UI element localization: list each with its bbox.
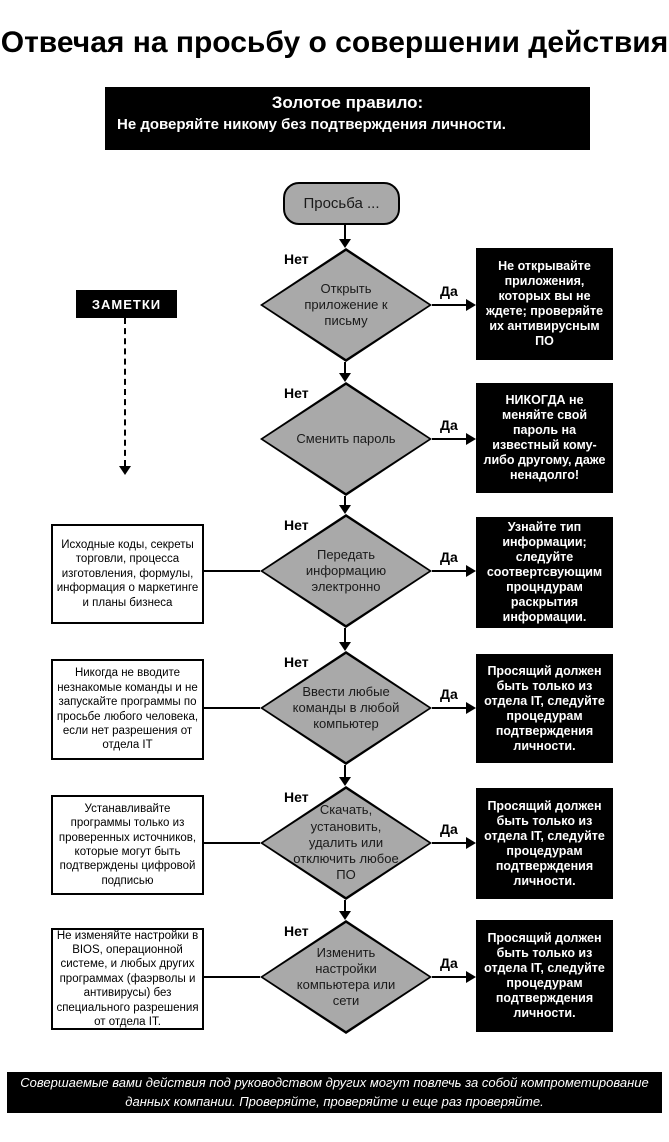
note-box-confidential-info: Исходные коды, секреты торговли, процесс… <box>51 524 204 624</box>
no-branch-label: Нет <box>284 789 309 805</box>
yes-arrowhead-icon <box>466 299 476 311</box>
yes-line <box>432 304 468 306</box>
no-branch-label: Нет <box>284 923 309 939</box>
note-text: Устанавливайте программы только из прове… <box>58 802 197 887</box>
yes-line <box>432 707 468 709</box>
yes-line <box>432 842 468 844</box>
advice-box-install-software: Просящий должен быть только из отдела IT… <box>476 788 613 899</box>
advice-text: Не открывайте приложения, которых вы не … <box>485 259 604 348</box>
flow-line <box>344 362 346 374</box>
note-connector-line <box>204 976 260 978</box>
flow-line <box>344 496 346 506</box>
flow-line <box>344 628 346 643</box>
yes-branch-label: Да <box>440 283 458 299</box>
flow-line <box>344 765 346 778</box>
flow-arrowhead-icon <box>339 239 351 248</box>
flow-arrowhead-icon <box>339 777 351 786</box>
yes-arrowhead-icon <box>466 837 476 849</box>
yes-branch-label: Да <box>440 549 458 565</box>
yes-branch-label: Да <box>440 821 458 837</box>
note-box-trusted-sources: Устанавливайте программы только из прове… <box>51 795 204 895</box>
flow-arrowhead-icon <box>339 373 351 382</box>
page-title: Отвечая на просьбу о совершении действия <box>0 26 669 59</box>
golden-rule-heading: Золотое правило: <box>271 93 424 112</box>
flow-arrowhead-icon <box>339 911 351 920</box>
note-text: Никогда не вводите незнакомые команды и … <box>56 667 199 752</box>
note-box-bios-settings: Не изменяйте настройки в BIOS, операцион… <box>51 928 204 1030</box>
advice-box-change-password: НИКОГДА не меняйте свой пароль на извест… <box>476 383 613 493</box>
decision-label: Сменить пароль <box>296 430 396 446</box>
yes-branch-label: Да <box>440 955 458 971</box>
advice-box-open-attachment: Не открывайте приложения, которых вы не … <box>476 248 613 360</box>
yes-arrowhead-icon <box>466 565 476 577</box>
note-connector-line <box>204 707 260 709</box>
decision-label: Передать информацию электронно <box>305 546 387 595</box>
advice-box-send-information: Узнайте тип информации; следуйте соотвер… <box>476 517 613 628</box>
yes-line <box>432 438 468 440</box>
flow-arrowhead-icon <box>339 642 351 651</box>
decision-label: Ввести любые команды в любой компьютер <box>292 683 400 732</box>
no-branch-label: Нет <box>284 251 309 267</box>
note-box-unknown-commands: Никогда не вводите незнакомые команды и … <box>51 659 204 760</box>
note-text: Исходные коды, секреты торговли, процесс… <box>56 539 199 609</box>
start-node-label: Просьба ... <box>303 195 380 212</box>
notes-dashed-line <box>124 318 126 466</box>
notes-arrowhead-icon <box>119 466 131 475</box>
footer-text: Совершаемые вами действия под руководств… <box>20 1075 649 1109</box>
yes-arrowhead-icon <box>466 702 476 714</box>
note-text: Не изменяйте настройки в BIOS, операцион… <box>56 929 199 1028</box>
decision-label: Открыть приложение к письму <box>304 280 388 329</box>
yes-line <box>432 570 468 572</box>
no-branch-label: Нет <box>284 385 309 401</box>
notes-header: ЗАМЕТКИ <box>76 290 177 318</box>
note-connector-line <box>204 842 260 844</box>
yes-line <box>432 976 468 978</box>
yes-branch-label: Да <box>440 417 458 433</box>
start-node: Просьба ... <box>283 182 400 225</box>
advice-text: Просящий должен быть только из отдела IT… <box>484 663 605 753</box>
golden-rule-text: Не доверяйте никому без подтверждения ли… <box>117 116 506 133</box>
no-branch-label: Нет <box>284 654 309 670</box>
flow-line <box>344 900 346 912</box>
footer-banner: Совершаемые вами действия под руководств… <box>7 1072 662 1113</box>
flow-arrowhead-icon <box>339 505 351 514</box>
decision-label: Скачать, установить, удалить или отключи… <box>293 802 399 883</box>
note-connector-line <box>204 570 260 572</box>
yes-arrowhead-icon <box>466 433 476 445</box>
advice-text: Узнайте тип информации; следуйте соотвер… <box>486 520 603 624</box>
advice-text: Просящий должен быть только из отдела IT… <box>484 798 605 888</box>
advice-box-enter-commands: Просящий должен быть только из отдела IT… <box>476 654 613 763</box>
advice-box-change-settings: Просящий должен быть только из отдела IT… <box>476 920 613 1032</box>
notes-header-label: ЗАМЕТКИ <box>91 296 162 312</box>
no-branch-label: Нет <box>284 517 309 533</box>
yes-branch-label: Да <box>440 686 458 702</box>
yes-arrowhead-icon <box>466 971 476 983</box>
golden-rule-box: Золотое правило: Не доверяйте никому без… <box>105 87 590 150</box>
flow-line <box>344 225 346 240</box>
advice-text: Просящий должен быть только из отдела IT… <box>484 931 605 1020</box>
advice-text: НИКОГДА не меняйте свой пароль на извест… <box>483 393 606 482</box>
decision-label: Изменить настройки компьютера или сети <box>296 944 396 1009</box>
